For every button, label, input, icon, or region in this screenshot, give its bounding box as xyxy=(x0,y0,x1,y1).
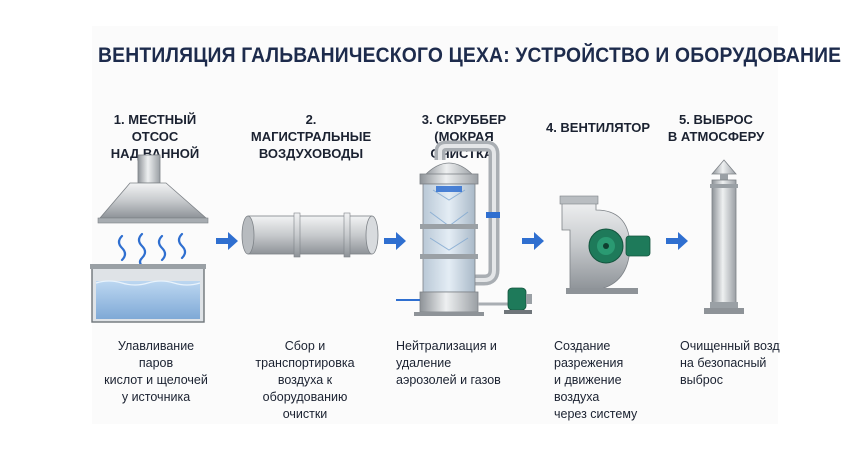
arrow-1-icon xyxy=(216,232,238,250)
flow-arrows xyxy=(216,232,688,250)
centrifugal-fan xyxy=(559,195,651,294)
galvanic-bath xyxy=(90,264,206,323)
step-4-label: 4. ВЕНТИЛЯТОР xyxy=(545,120,651,135)
scrubber-column xyxy=(396,140,500,316)
page-title: ВЕНТИЛЯЦИЯ ГАЛЬВАНИЧЕСКОГО ЦЕХА: УСТРОЙС… xyxy=(98,44,842,67)
vapor-waves xyxy=(117,232,187,268)
arrow-3-icon xyxy=(522,232,544,250)
exhaust-stack xyxy=(704,159,744,314)
circulation-pump xyxy=(478,287,532,314)
arrow-2-icon xyxy=(384,232,406,250)
exhaust-hood xyxy=(97,154,209,224)
arrow-4-icon xyxy=(666,232,688,250)
main-air-duct xyxy=(241,212,379,258)
